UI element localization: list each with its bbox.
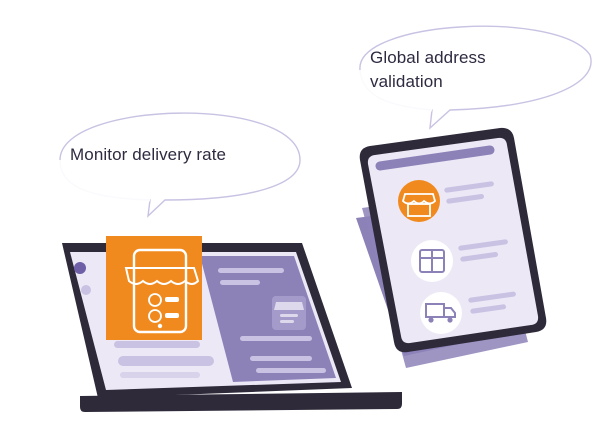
callout-validation-line-2: validation xyxy=(370,72,443,91)
speech-bubble-validation xyxy=(358,25,592,130)
delivery-truck-icon xyxy=(420,292,462,334)
callout-validation-line-1: Global address xyxy=(370,48,486,67)
tablet xyxy=(356,127,547,368)
storefront-mobile-card xyxy=(106,236,202,340)
storefront-icon xyxy=(398,180,440,222)
speech-bubble-delivery xyxy=(58,112,301,218)
callout-global-address-validation: Global address validation xyxy=(370,46,486,94)
window-dot-icon xyxy=(74,262,86,274)
callout-monitor-delivery-rate: Monitor delivery rate xyxy=(70,145,227,164)
package-icon xyxy=(411,240,453,282)
storefront-mobile-icon xyxy=(272,296,306,330)
